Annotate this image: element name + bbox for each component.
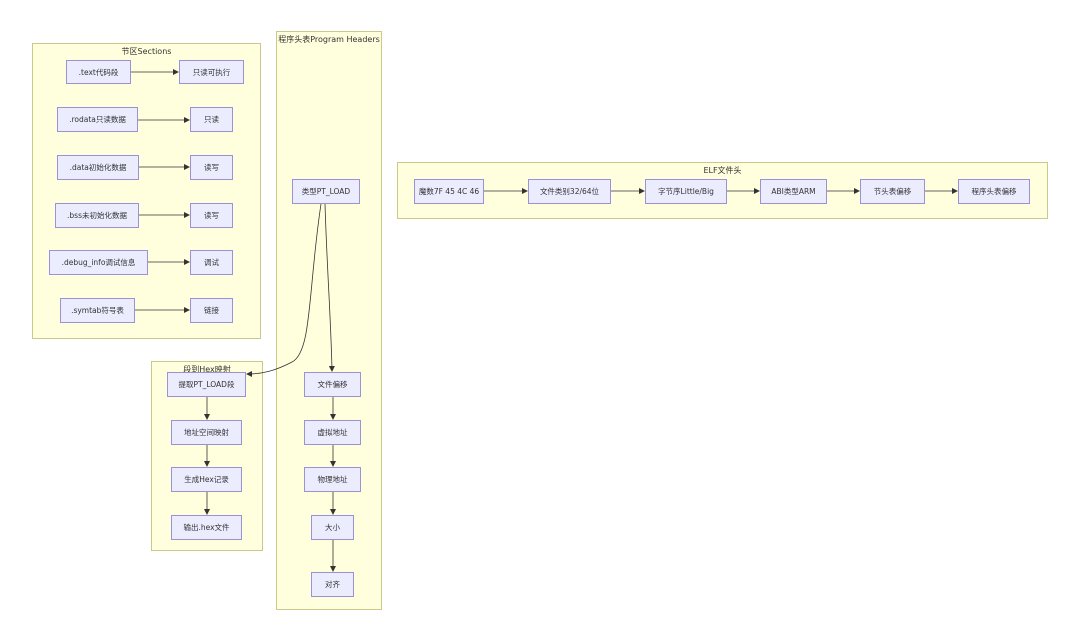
- section-node-rodata[interactable]: .rodata只读数据: [57, 107, 138, 132]
- program-header-field-vaddr[interactable]: 虚拟地址: [304, 420, 361, 445]
- program-header-field-align[interactable]: 对齐: [311, 572, 354, 597]
- program-header-field-size[interactable]: 大小: [311, 515, 354, 540]
- section-node-debug-info[interactable]: .debug_info调试信息: [49, 250, 148, 275]
- program-header-type-node[interactable]: 类型PT_LOAD: [292, 179, 360, 204]
- section-node-bss[interactable]: .bss未初始化数据: [55, 203, 139, 228]
- hex-step-address-map[interactable]: 地址空间映射: [171, 420, 242, 445]
- program-headers-cluster-title: 程序头表Program Headers: [278, 35, 380, 44]
- hex-step-output[interactable]: 输出.hex文件: [171, 515, 242, 540]
- hex-step-extract[interactable]: 提取PT_LOAD段: [167, 372, 246, 397]
- section-attr-node-data[interactable]: 读写: [190, 155, 233, 180]
- elf-field-phoff[interactable]: 程序头表偏移: [958, 179, 1030, 204]
- program-header-field-offset[interactable]: 文件偏移: [304, 372, 361, 397]
- elf-header-cluster-title: ELF文件头: [703, 166, 742, 175]
- elf-field-shoff[interactable]: 节头表偏移: [860, 179, 925, 204]
- section-attr-node-text[interactable]: 只读可执行: [179, 60, 244, 84]
- elf-field-abi[interactable]: ABI类型ARM: [760, 179, 827, 204]
- hex-step-generate[interactable]: 生成Hex记录: [171, 467, 242, 492]
- section-attr-node-debug-info[interactable]: 调试: [190, 250, 233, 275]
- section-node-data[interactable]: .data初始化数据: [57, 155, 139, 180]
- section-attr-node-bss[interactable]: 读写: [190, 203, 233, 228]
- elf-field-class[interactable]: 文件类别32/64位: [528, 179, 611, 204]
- section-node-text[interactable]: .text代码段: [66, 60, 131, 84]
- program-header-field-paddr[interactable]: 物理地址: [304, 467, 361, 492]
- sections-cluster: 节区Sections: [32, 43, 261, 339]
- elf-field-endianness[interactable]: 字节序Little/Big: [645, 179, 727, 204]
- section-node-symtab[interactable]: .symtab符号表: [60, 298, 135, 323]
- section-attr-node-rodata[interactable]: 只读: [190, 107, 233, 132]
- sections-cluster-title: 节区Sections: [121, 47, 172, 56]
- elf-field-magic[interactable]: 魔数7F 45 4C 46: [414, 179, 484, 204]
- section-attr-node-symtab[interactable]: 链接: [190, 298, 233, 323]
- hex-mapping-cluster-title: 段到Hex映射: [183, 365, 231, 374]
